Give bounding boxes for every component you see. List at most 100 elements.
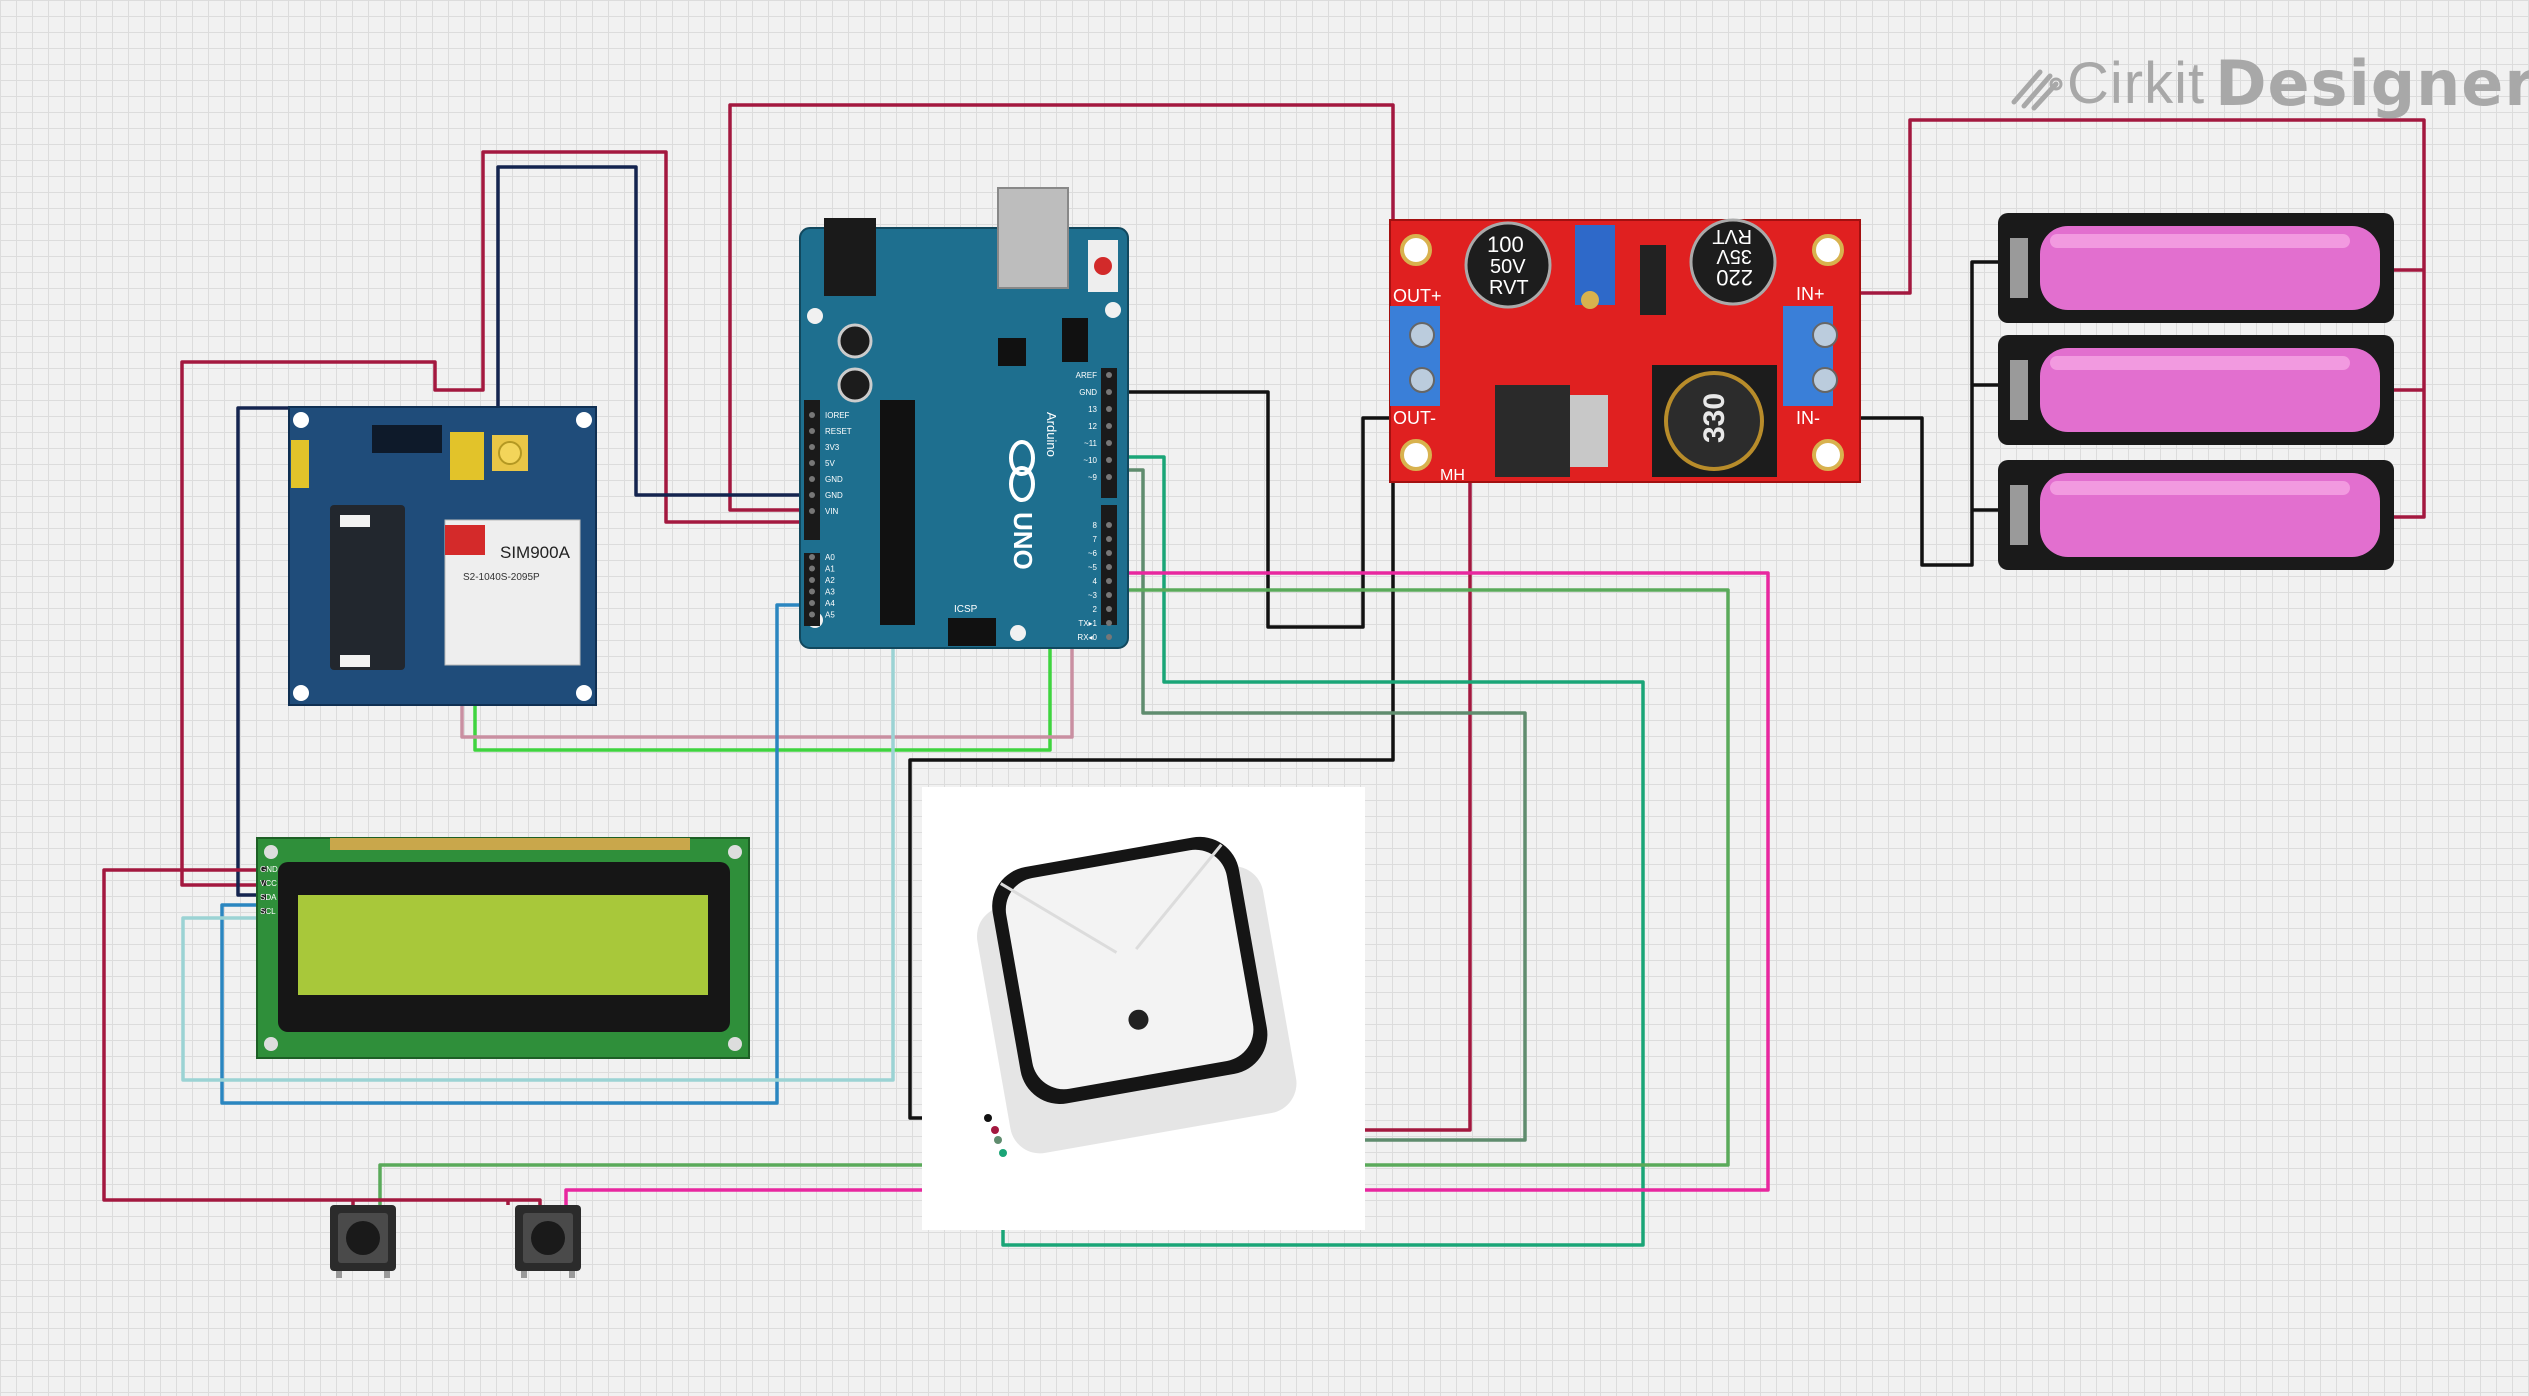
arduino-pin-label: RESET	[825, 427, 852, 436]
lcd-pin[interactable]	[261, 894, 267, 900]
arduino-pin[interactable]	[809, 554, 815, 560]
arduino-pin[interactable]	[1106, 372, 1112, 378]
wire-navy-gsm-gnd[interactable]	[236, 165, 812, 897]
arduino-pin[interactable]	[809, 565, 815, 572]
arduino-pin[interactable]	[809, 428, 815, 434]
arduino-pin[interactable]	[1106, 406, 1112, 412]
arduino-pin-label: ~3	[1088, 591, 1098, 600]
button-leg	[336, 1271, 342, 1278]
barcode-scanner[interactable]	[922, 787, 1365, 1230]
arduino-pin[interactable]	[809, 577, 815, 583]
arduino-pin[interactable]	[809, 412, 815, 418]
battery-highlight	[2050, 481, 2350, 495]
arduino-pin[interactable]	[809, 476, 815, 482]
buck-converter[interactable]: 100 50V RVT 220 35V RVT 330 OUT+ OUT- IN…	[1389, 218, 1861, 484]
sim-card-holder	[330, 505, 405, 670]
scanner-pin[interactable]	[991, 1126, 999, 1134]
battery-highlight	[2050, 234, 2350, 248]
digital-header-high	[1101, 368, 1117, 498]
scanner-pin[interactable]	[999, 1149, 1007, 1157]
arduino-pin[interactable]	[809, 444, 815, 450]
battery-holder[interactable]	[1998, 335, 2394, 445]
lcd-pin[interactable]	[261, 880, 267, 886]
battery-terminal	[2010, 485, 2028, 545]
push-button-2[interactable]	[515, 1205, 581, 1278]
arduino-pin-label: GND	[1079, 388, 1097, 397]
terminal-screw	[1812, 367, 1838, 393]
lcd-pin-label: SCL	[260, 907, 276, 916]
sim900a-logo	[445, 525, 485, 555]
wire-red-buck-in-plus-batt[interactable]	[1844, 118, 2426, 519]
wire-blue-a4-lcd-sda[interactable]	[220, 603, 812, 1105]
arduino-pin[interactable]	[809, 611, 815, 618]
arduino-pin-label: A4	[825, 599, 835, 608]
reset-button[interactable]	[1094, 257, 1112, 275]
wire-black-buck-in-minus-batt[interactable]	[1844, 260, 2005, 567]
gsm-module[interactable]: SIM900A S2-1040S-2095P	[288, 406, 597, 706]
arduino-pin[interactable]	[1106, 634, 1112, 640]
arduino-pin[interactable]	[809, 508, 815, 514]
arduino-pin[interactable]	[1106, 564, 1112, 570]
usb-port	[997, 187, 1069, 289]
arduino-pin-label: ~9	[1088, 473, 1098, 482]
wire-black-arduino-gnd[interactable]	[1110, 390, 1400, 629]
arduino-pin[interactable]	[1106, 522, 1112, 528]
buck-mount-hole	[1812, 234, 1844, 266]
arduino-pin[interactable]	[1106, 389, 1112, 395]
battery-holder[interactable]	[1998, 460, 2394, 570]
lcd-pin[interactable]	[261, 908, 267, 914]
buck-mark: MH	[1440, 467, 1465, 484]
terminal-screw	[1409, 322, 1435, 348]
battery-pack[interactable]	[1998, 213, 2394, 570]
wire-olive-d2-button[interactable]	[378, 588, 1730, 1205]
arduino-pin[interactable]	[809, 492, 815, 498]
arduino-pin[interactable]	[1106, 578, 1112, 584]
wire-red-gsm-vcc[interactable]	[180, 150, 815, 887]
arduino-pin-label: A2	[825, 576, 835, 585]
lcd-pin-label: GND	[260, 865, 278, 874]
arduino-pin[interactable]	[1106, 457, 1112, 463]
cap2-line1: 220	[1716, 265, 1753, 290]
arduino-pin[interactable]	[809, 460, 815, 466]
cap1-line1: 100	[1487, 232, 1524, 257]
wire-pink-d3-button[interactable]	[564, 571, 1770, 1205]
gsm-mount-hole	[576, 412, 592, 428]
gsm-side-pins	[291, 440, 309, 488]
lcd-header-pins	[330, 838, 690, 850]
arduino-pin[interactable]	[809, 600, 815, 606]
wire-graygreen-d9-scanner[interactable]	[998, 468, 1527, 1142]
arduino-pin[interactable]	[809, 588, 815, 595]
arduino-pin[interactable]	[1106, 620, 1112, 626]
inductor-value: 330	[1698, 393, 1731, 443]
arduino-uno[interactable]: ICSP IOREFRESET3V35VGNDGNDVINA0A1A2A3A4A…	[799, 187, 1129, 649]
wire-red-lcd-gnd-button[interactable]	[102, 868, 542, 1205]
arduino-pin-label: 4	[1093, 577, 1098, 586]
arduino-mount-hole	[1010, 625, 1026, 641]
wire-teal-d10-scanner[interactable]	[1001, 455, 1645, 1247]
scanner-pin[interactable]	[984, 1114, 992, 1122]
capacitor-220uf	[1689, 218, 1777, 306]
button-cap[interactable]	[531, 1221, 565, 1255]
battery-holder[interactable]	[1998, 213, 2394, 323]
lcd-pin[interactable]	[261, 866, 267, 872]
lcd-screen	[298, 895, 708, 995]
arduino-pin[interactable]	[1106, 440, 1112, 446]
gsm-mount-hole	[576, 685, 592, 701]
regulator-chip	[1495, 385, 1570, 477]
output-terminal-block[interactable]	[1390, 306, 1440, 406]
battery-highlight	[2050, 356, 2350, 370]
arduino-pin[interactable]	[1106, 536, 1112, 542]
arduino-pin[interactable]	[1106, 606, 1112, 612]
arduino-pin[interactable]	[1106, 474, 1112, 480]
wire-red-vin-to-buck-out[interactable]	[728, 103, 1395, 512]
arduino-pin[interactable]	[1106, 592, 1112, 598]
button-cap[interactable]	[346, 1221, 380, 1255]
push-button-1[interactable]	[330, 1205, 396, 1278]
arduino-pin[interactable]	[1106, 550, 1112, 556]
potentiometer[interactable]	[1575, 225, 1615, 305]
terminal-screw	[1812, 322, 1838, 348]
arduino-pin[interactable]	[1106, 423, 1112, 429]
arduino-pin-label: TX▸1	[1078, 619, 1097, 628]
scanner-pin[interactable]	[994, 1136, 1002, 1144]
